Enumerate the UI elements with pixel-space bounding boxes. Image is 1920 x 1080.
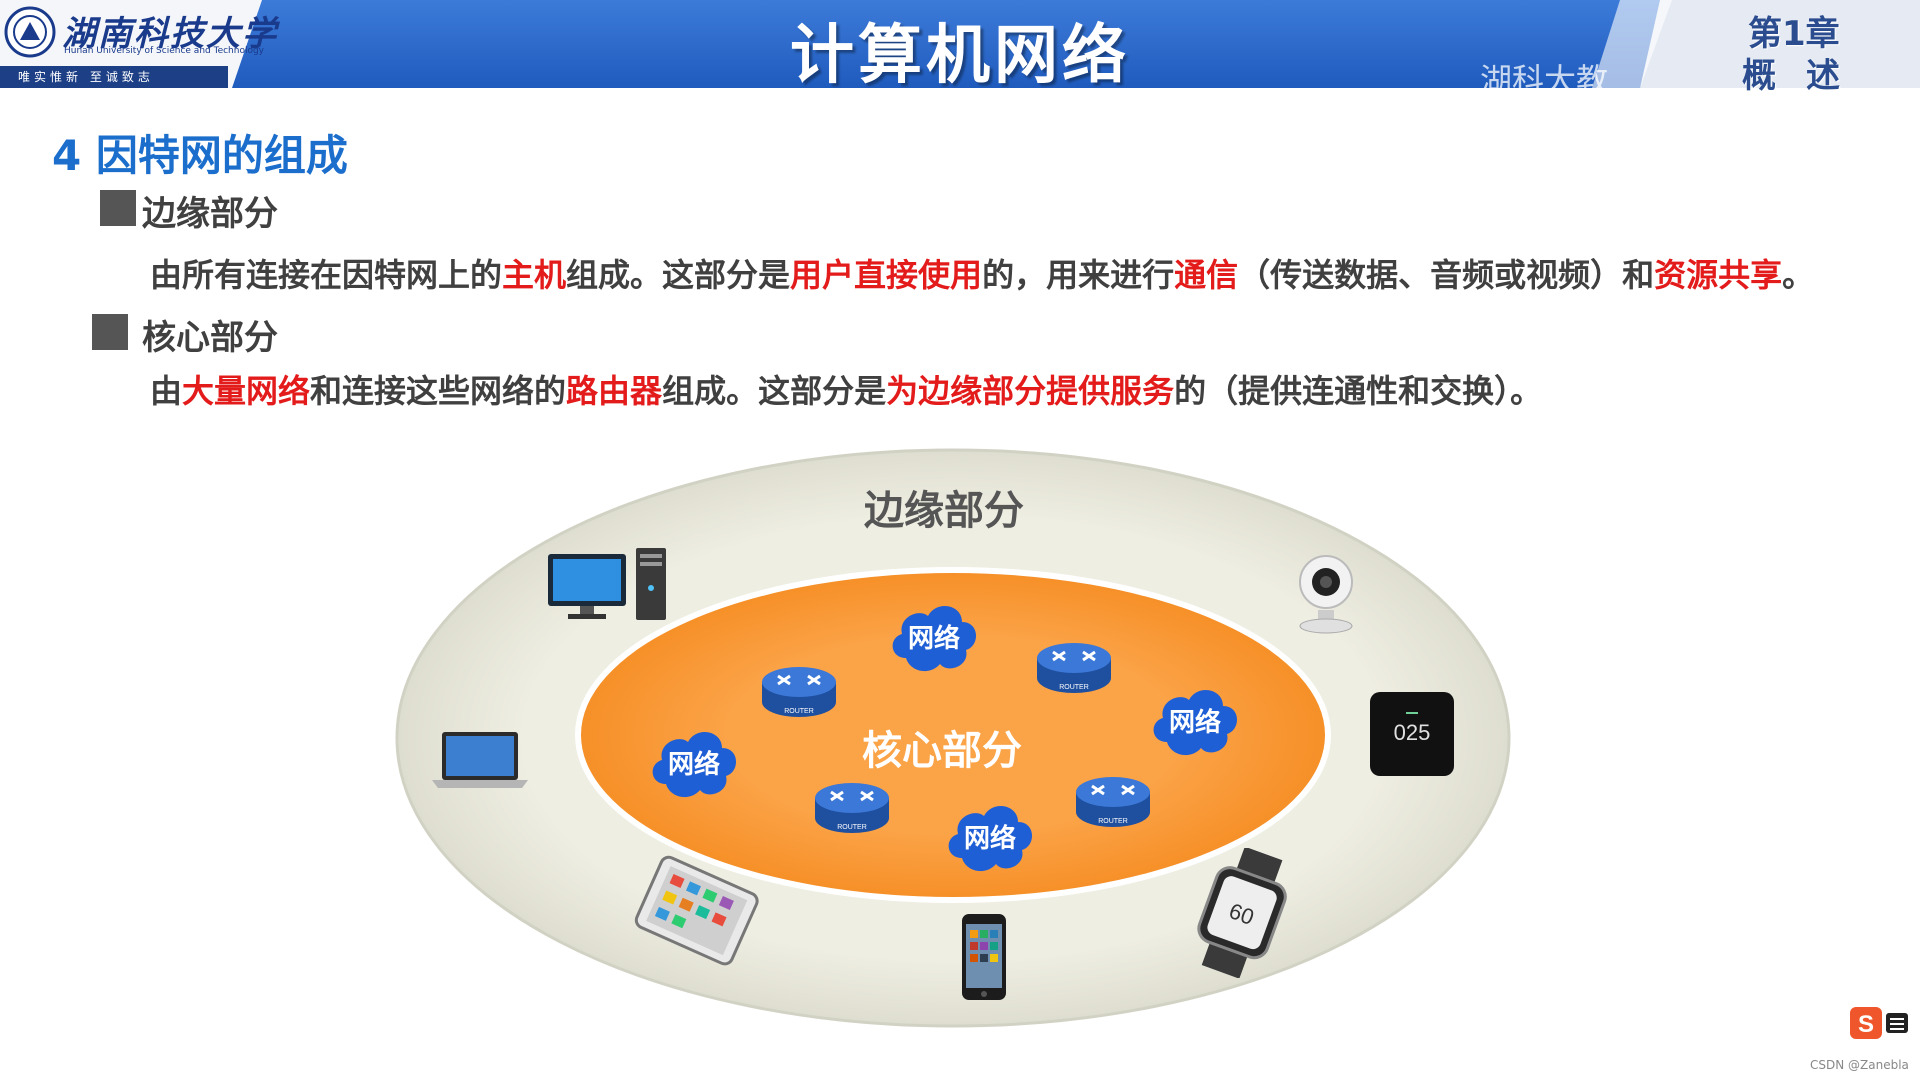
- network-cloud-label: 网络: [1168, 708, 1221, 738]
- tablet-icon: [634, 855, 759, 966]
- router-icon: ROUTER: [1074, 772, 1152, 830]
- bullet-square: [100, 190, 136, 226]
- highlighted-term: 为边缘部分提供服务: [886, 372, 1175, 410]
- slide-title: 计算机网络: [790, 19, 1130, 93]
- text-segment: 。: [1782, 256, 1815, 294]
- university-english-name: Hunan University of Science and Technolo…: [64, 46, 265, 56]
- text-segment: 组成。这部分是: [662, 372, 887, 410]
- input-method-icon[interactable]: S: [1848, 1005, 1910, 1041]
- diagram-edge-label: 边缘部分: [864, 488, 1024, 534]
- highlighted-term: 用户直接使用: [790, 256, 983, 294]
- edge-description: 由所有连接在因特网上的主机组成。这部分是用户直接使用的，用来进行通信（传送数据、…: [150, 250, 1814, 296]
- highlighted-term: 路由器: [566, 372, 663, 410]
- core-heading: 核心部分: [142, 318, 278, 358]
- header-background: [0, 0, 1920, 88]
- smartwatch-icon: 60: [1197, 848, 1287, 978]
- text-segment: 和连接这些网络的: [310, 372, 567, 410]
- ime-label: S: [1858, 1011, 1874, 1038]
- webcam-icon: [1299, 555, 1353, 634]
- section-title: 4 因特网的组成: [52, 131, 348, 180]
- network-cloud: 网络: [1147, 680, 1243, 762]
- desktop-computer-icon: [548, 548, 666, 620]
- text-segment: （传送数据、音频或视频）和: [1238, 256, 1655, 294]
- footer-credit: CSDN @Zanebla: [1810, 1058, 1909, 1072]
- university-motto: 唯实惟新 至诚致志: [18, 70, 154, 84]
- university-logo-name: 湖南科技大学: [62, 14, 278, 54]
- highlighted-term: 主机: [502, 256, 567, 294]
- router-label: ROUTER: [837, 824, 867, 831]
- network-cloud-label: 网络: [963, 824, 1016, 854]
- network-cloud: 网络: [942, 796, 1038, 878]
- chapter-number: 第1章: [1748, 14, 1840, 54]
- highlighted-term: 资源共享: [1654, 256, 1783, 294]
- slide-header: 湖南科技大学 Hunan University of Science and T…: [0, 0, 1920, 99]
- network-cloud: 网络: [886, 596, 982, 678]
- text-segment: 组成。这部分是: [566, 256, 791, 294]
- network-cloud: 网络: [646, 722, 742, 804]
- edge-heading: 边缘部分: [142, 194, 278, 234]
- smartphone-icon: [962, 914, 1006, 1000]
- router-icon: ROUTER: [813, 778, 891, 836]
- text-segment: 由所有连接在因特网上的: [150, 256, 503, 294]
- laptop-icon: [432, 732, 528, 788]
- sensor-reading: 025: [1394, 720, 1431, 745]
- diagram-core-label: 核心部分: [862, 728, 1022, 774]
- router-label: ROUTER: [784, 708, 814, 715]
- text-segment: 的（提供连通性和交换）。: [1174, 372, 1543, 410]
- text-segment: 的，用来进行: [982, 256, 1175, 294]
- router-icon: ROUTER: [760, 662, 838, 720]
- router-label: ROUTER: [1098, 818, 1128, 825]
- highlighted-term: 大量网络: [182, 372, 311, 410]
- text-segment: 由: [150, 372, 183, 410]
- network-cloud-label: 网络: [907, 624, 960, 654]
- network-cloud-label: 网络: [667, 750, 720, 780]
- watermark-text: 湖科大教: [1480, 61, 1609, 99]
- chapter-name: 概述: [1742, 56, 1870, 96]
- air-quality-sensor-icon: 025: [1370, 692, 1454, 776]
- router-label: ROUTER: [1059, 684, 1089, 691]
- core-description: 由大量网络和连接这些网络的路由器组成。这部分是为边缘部分提供服务的（提供连通性和…: [150, 366, 1542, 412]
- highlighted-term: 通信: [1174, 256, 1239, 294]
- router-icon: ROUTER: [1035, 638, 1113, 696]
- bullet-square: [92, 314, 128, 350]
